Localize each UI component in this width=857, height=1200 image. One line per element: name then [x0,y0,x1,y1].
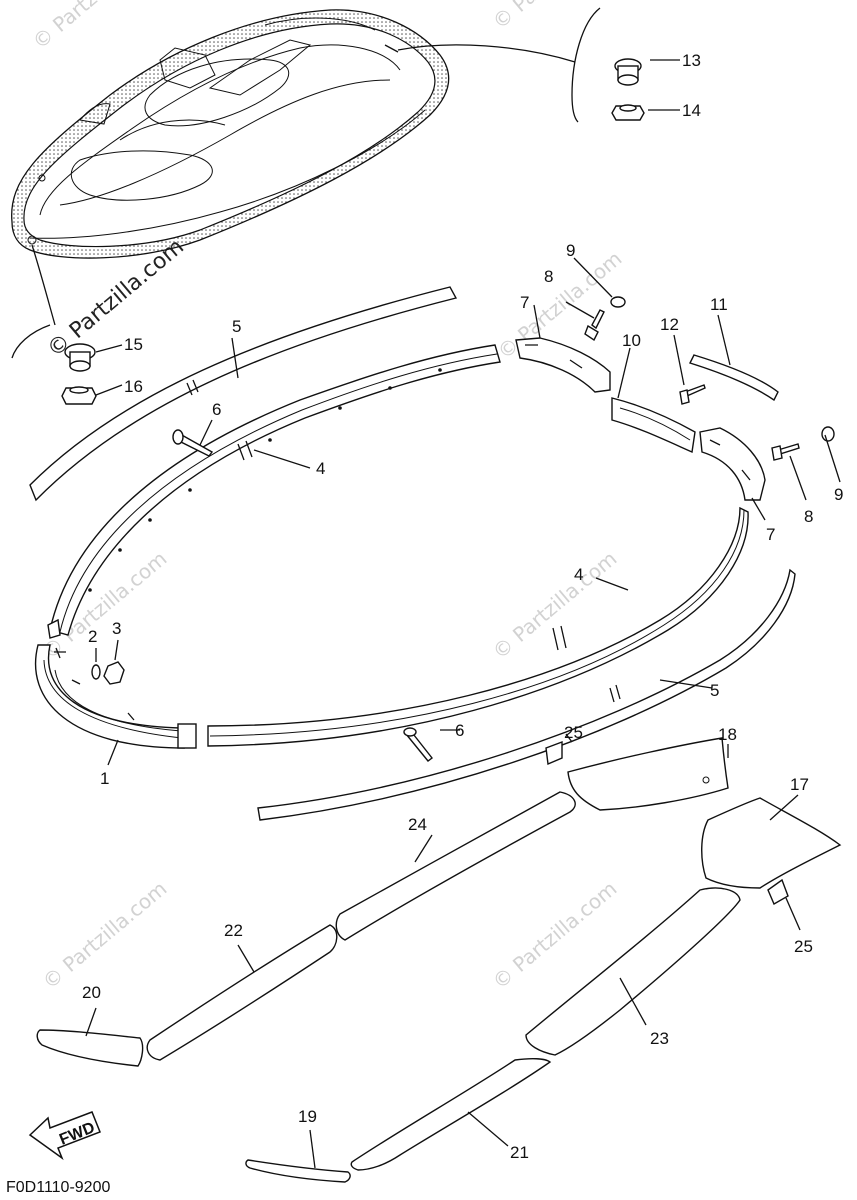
part-5-lower-strip[interactable] [257,568,796,821]
watermark-5: © Partzilla.com [488,546,622,664]
callout-20: 20 [82,983,101,1002]
callout-25-upper: 25 [564,723,583,742]
fwd-arrow-icon: FWD [28,1111,101,1161]
part-25-decal-upper[interactable] [545,740,563,766]
part-5-upper-strip[interactable] [29,286,458,502]
drawing-code: F0D1110-9200 [6,1179,110,1196]
callout-14: 14 [682,101,701,120]
part-21-mat[interactable] [350,1057,552,1171]
watercraft-illustration [11,9,450,259]
part-18-mat[interactable] [567,737,729,811]
watermark-6: © Partzilla.com [38,876,172,994]
part-9-nut-lower[interactable] [821,426,835,442]
part-3-nut[interactable] [103,661,125,685]
part-9-nut-upper[interactable] [610,296,626,308]
callout-4-upper: 4 [316,459,325,478]
callout-12: 12 [660,315,679,334]
part-25-decal-lower[interactable] [767,878,789,905]
callout-22: 22 [224,921,243,940]
callout-9-upper: 9 [566,241,575,260]
part-8-rivet-lower[interactable] [771,443,800,461]
callout-19: 19 [298,1107,317,1126]
callout-6-lower: 6 [455,721,464,740]
callout-21: 21 [510,1143,529,1162]
callout-18: 18 [718,725,737,744]
leader-lines [85,59,841,1169]
callout-5-upper: 5 [232,317,241,336]
part-24-mat[interactable] [335,791,576,941]
part-11-trim[interactable] [689,354,779,402]
callout-11: 11 [710,295,728,314]
part-6-screw-lower[interactable] [403,727,433,762]
callout-25-lower: 25 [794,937,813,956]
callout-15: 15 [124,335,143,354]
callout-6-upper: 6 [212,400,221,419]
callout-13: 13 [682,51,701,70]
callout-24: 24 [408,815,427,834]
callout-4-lower: 4 [574,565,583,584]
callout-23: 23 [650,1029,669,1048]
watermark-2: © Partzilla.com [488,0,622,34]
part-7-left-corner[interactable] [515,337,611,393]
callout-2: 2 [88,627,97,646]
callout-1: 1 [100,769,109,788]
bracket-15-16 [11,324,51,359]
callout-10: 10 [622,331,641,350]
callouts: 13 14 15 16 5 6 4 9 8 7 10 12 11 9 8 7 4… [82,51,843,1162]
callout-7-lower: 7 [766,525,775,544]
callout-17: 17 [790,775,809,794]
part-14-nut[interactable] [611,104,645,121]
part-1-front-rail[interactable] [34,644,197,749]
part-8-rivet-upper[interactable] [584,309,605,342]
callout-8-upper: 8 [544,267,553,286]
part-16-nut[interactable] [61,386,97,405]
part-20-mat[interactable] [36,1029,144,1067]
part-15-cap[interactable] [64,343,96,372]
callout-7-upper: 7 [520,293,529,312]
callout-5-lower: 5 [710,681,719,700]
callout-16: 16 [124,377,143,396]
part-4-upper-rail[interactable] [47,344,501,639]
part-10-center-rail[interactable] [611,397,696,454]
part-2-washer[interactable] [91,664,101,680]
part-7-right-corner[interactable] [699,427,766,501]
leader-craft-to-13 [397,44,576,63]
part-4-lower-rail[interactable] [207,506,749,747]
leader-craft-to-15 [31,244,56,326]
part-12-rivet[interactable] [679,384,706,405]
watermark-1: © Partzilla.com [28,0,162,54]
bracket-13-14 [571,7,601,123]
part-6-screw-upper[interactable] [172,429,214,457]
part-22-mat[interactable] [146,924,338,1061]
callout-3: 3 [112,619,121,638]
part-17-mat[interactable] [701,797,842,889]
callout-8-lower: 8 [804,507,813,526]
part-19-mat[interactable] [245,1159,351,1183]
callout-9-lower: 9 [834,485,843,504]
part-23-mat[interactable] [525,887,741,1056]
part-13-cap[interactable] [614,58,642,86]
